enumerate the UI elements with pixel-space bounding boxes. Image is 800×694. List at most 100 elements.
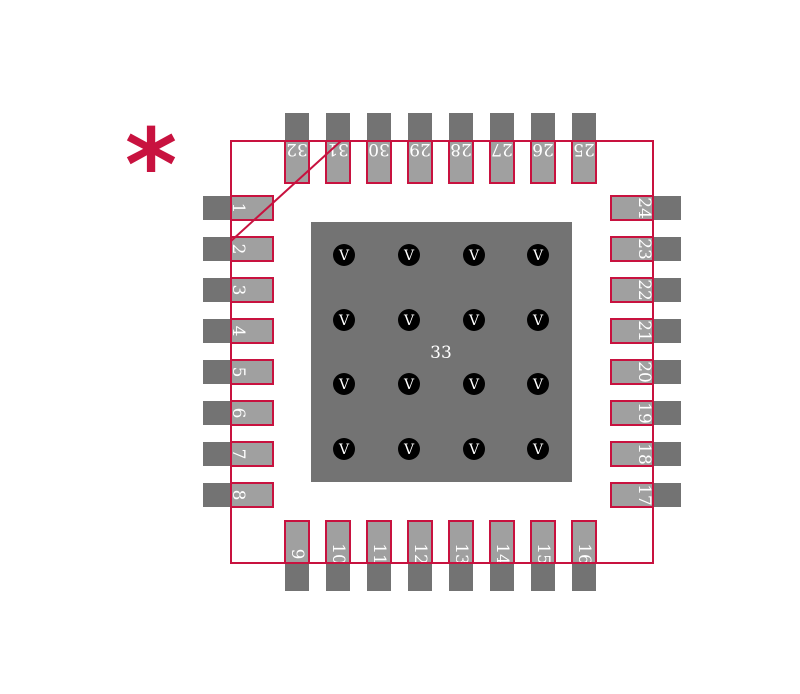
pin-label: 24	[634, 197, 654, 219]
via-label: V	[403, 313, 415, 329]
pin-pad-17: 17	[610, 482, 681, 508]
pin-pad-2: 2	[203, 236, 274, 262]
pad-solder-mask	[610, 441, 654, 467]
pin-pad-4: 4	[203, 318, 274, 344]
via-label: V	[338, 313, 350, 329]
pad-solder-mask	[530, 520, 556, 564]
pin-pad-9: 9	[284, 520, 310, 591]
pin-pad-5: 5	[203, 359, 274, 385]
via-hole	[398, 309, 420, 331]
pad-solder-mask	[230, 359, 274, 385]
pad-solder-mask	[325, 140, 351, 184]
via-hole	[527, 244, 549, 266]
pin-label: 10	[328, 543, 348, 565]
via-hole	[333, 244, 355, 266]
via-label: V	[338, 442, 350, 458]
pin-label: 17	[634, 484, 654, 506]
pad-solder-mask	[230, 400, 274, 426]
via-label: V	[468, 377, 480, 393]
pin-label: 27	[491, 139, 513, 159]
pin-pad-16: 16	[571, 520, 597, 591]
pin-pad-31: 31	[325, 113, 351, 184]
pad-solder-mask	[610, 359, 654, 385]
pad-solder-mask	[407, 520, 433, 564]
pin-label: 23	[634, 238, 654, 260]
via-hole	[527, 373, 549, 395]
pad-solder-mask	[610, 318, 654, 344]
via-hole	[398, 373, 420, 395]
pin-pad-24: 24	[610, 195, 681, 221]
pad-solder-mask	[610, 195, 654, 221]
pin-pad-8: 8	[203, 482, 274, 508]
via-hole	[463, 373, 485, 395]
pin-pad-13: 13	[448, 520, 474, 591]
via-hole	[463, 244, 485, 266]
thermal-via: V	[398, 309, 420, 331]
pad-solder-mask	[230, 482, 274, 508]
thermal-via: V	[463, 373, 485, 395]
thermal-via: V	[333, 309, 355, 331]
pin-label: 1	[228, 203, 248, 214]
thermal-pad	[311, 222, 572, 482]
via-hole	[333, 373, 355, 395]
pin-label: 13	[451, 543, 471, 565]
thermal-via: V	[398, 373, 420, 395]
via-label: V	[403, 442, 415, 458]
pin-pad-10: 10	[325, 520, 351, 591]
pin-label: 3	[228, 285, 248, 296]
thermal-via: V	[527, 309, 549, 331]
pin-label: 5	[228, 367, 248, 378]
via-hole	[463, 438, 485, 460]
via-hole	[398, 438, 420, 460]
thermal-via: V	[333, 244, 355, 266]
pin-pad-25: 25	[571, 113, 597, 184]
pin-label: 8	[228, 490, 248, 501]
thermal-via: V	[333, 438, 355, 460]
pin-label: 15	[533, 543, 553, 565]
pin-pad-14: 14	[489, 520, 515, 591]
via-label: V	[468, 313, 480, 329]
thermal-via: V	[463, 309, 485, 331]
pin-pad-3: 3	[203, 277, 274, 303]
pin-pad-11: 11	[366, 520, 392, 591]
pad-solder-mask	[407, 140, 433, 184]
via-hole	[398, 244, 420, 266]
pin-pad-27: 27	[489, 113, 515, 184]
pin-pad-21: 21	[610, 318, 681, 344]
pin-pad-12: 12	[407, 520, 433, 591]
via-hole	[527, 438, 549, 460]
pin-label: 30	[368, 139, 390, 159]
pin-pad-19: 19	[610, 400, 681, 426]
pin-pad-23: 23	[610, 236, 681, 262]
via-label: V	[532, 442, 544, 458]
pad-solder-mask	[571, 520, 597, 564]
pin-label: 9	[287, 549, 307, 560]
pin-label: 11	[369, 543, 389, 565]
pin-label: 25	[573, 139, 595, 159]
center-pad-label: 33	[430, 343, 452, 363]
via-hole	[333, 438, 355, 460]
thermal-via: V	[527, 244, 549, 266]
pin-pad-7: 7	[203, 441, 274, 467]
pin-pad-15: 15	[530, 520, 556, 591]
package-outline	[230, 140, 654, 564]
pin-pad-6: 6	[203, 400, 274, 426]
pin-pad-28: 28	[448, 113, 474, 184]
pin-label: 28	[450, 139, 472, 159]
pin-label: 21	[634, 320, 654, 342]
pad-solder-mask	[448, 520, 474, 564]
pin-label: 4	[228, 326, 248, 337]
thermal-via: V	[527, 373, 549, 395]
pin-label: 26	[532, 139, 554, 159]
via-label: V	[338, 248, 350, 264]
pin-pad-18: 18	[610, 441, 681, 467]
thermal-via: V	[398, 244, 420, 266]
pin-pad-30: 30	[366, 113, 392, 184]
via-hole	[463, 309, 485, 331]
via-label: V	[532, 313, 544, 329]
pad-solder-mask	[610, 482, 654, 508]
pin-pad-1: 1	[203, 195, 274, 221]
pin-label: 16	[574, 543, 594, 565]
